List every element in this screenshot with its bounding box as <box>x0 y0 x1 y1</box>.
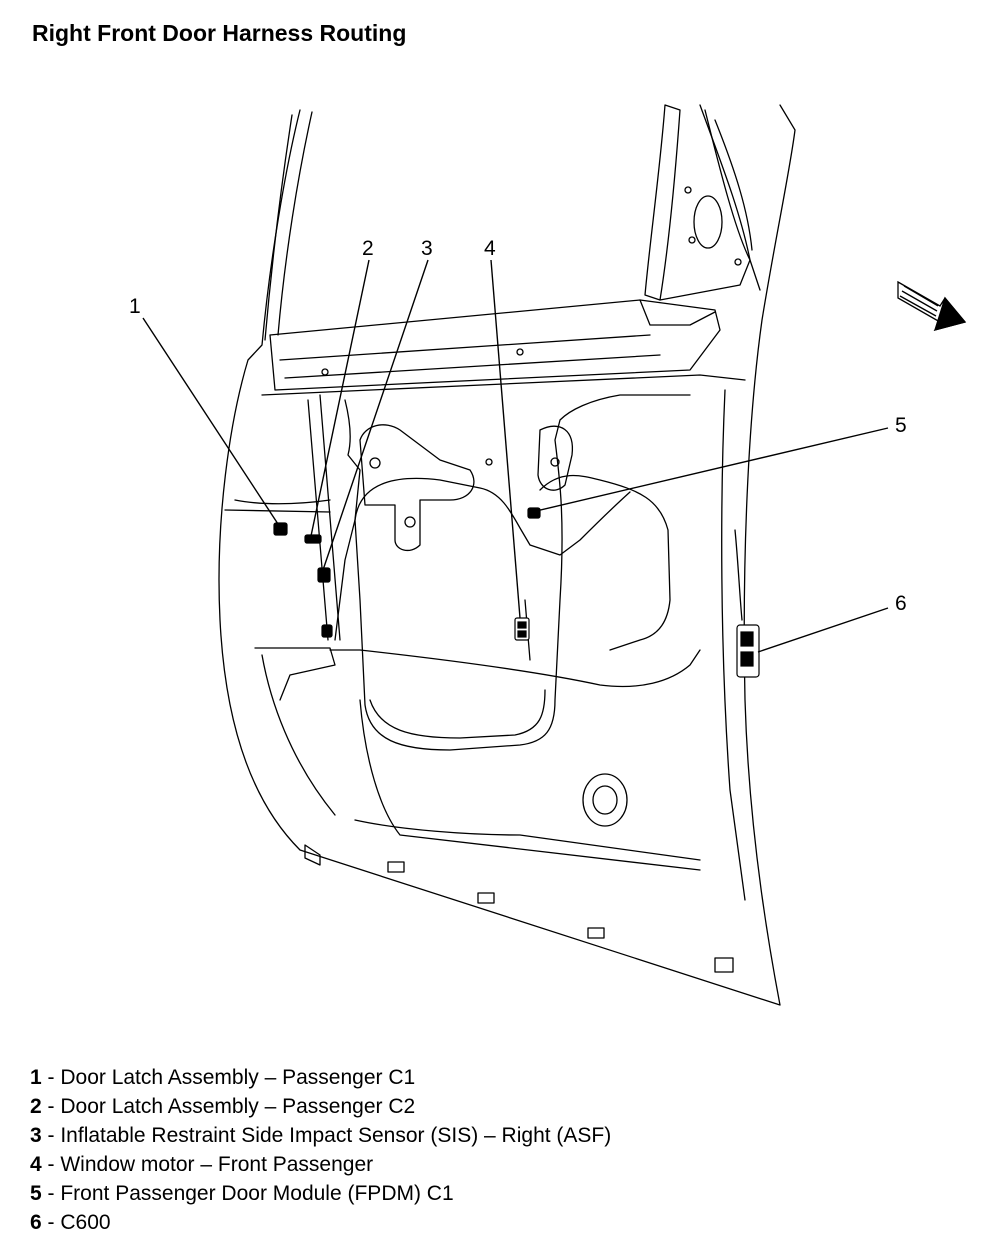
callout-3: 3 <box>421 237 433 260</box>
callout-5: 5 <box>895 414 907 437</box>
legend-list: 1 - Door Latch Assembly – Passenger C1 2… <box>30 1063 611 1237</box>
callout-1: 1 <box>129 295 141 318</box>
connector-latch-c1 <box>273 522 288 536</box>
legend-item: 5 - Front Passenger Door Module (FPDM) C… <box>30 1182 454 1205</box>
legend-item: 2 - Door Latch Assembly – Passenger C2 <box>30 1095 416 1118</box>
connector-latch-c2 <box>304 534 322 544</box>
page-title: Right Front Door Harness Routing <box>32 20 407 46</box>
door-outer-panel <box>218 104 796 1006</box>
connector-fpdm <box>527 507 541 519</box>
window-frame <box>644 104 681 301</box>
legend-item: 3 - Inflatable Restraint Side Impact Sen… <box>30 1124 612 1147</box>
callout-2: 2 <box>362 237 374 260</box>
speaker-boss <box>582 773 628 827</box>
wiring-harness <box>329 649 701 688</box>
forward-arrow-icon <box>897 280 967 332</box>
connector-sis <box>317 567 331 583</box>
legend-item: 1 - Door Latch Assembly – Passenger C1 <box>30 1066 416 1089</box>
legend-item: 6 - C600 <box>30 1211 111 1234</box>
callout-6: 6 <box>895 592 907 615</box>
callout-4: 4 <box>484 237 496 260</box>
door-harness-diagram: 1 2 3 4 5 6 <box>129 104 967 1006</box>
inner-panel-cutout <box>344 394 691 751</box>
legend-item: 4 - Window motor – Front Passenger <box>30 1153 374 1176</box>
